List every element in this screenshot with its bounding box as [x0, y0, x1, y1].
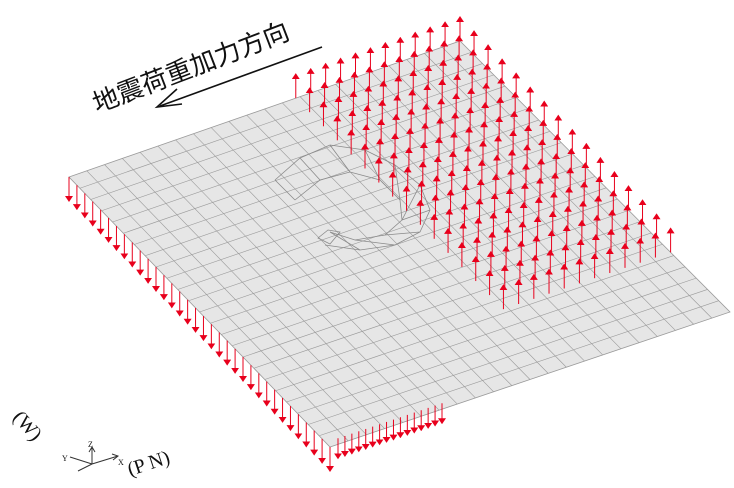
mesh-line	[166, 142, 562, 279]
mesh-line	[134, 108, 528, 245]
mesh-line	[319, 300, 719, 437]
mesh-line	[242, 221, 641, 358]
mesh-line	[123, 97, 517, 234]
left-arrow-icon	[154, 46, 323, 109]
mesh-line	[210, 187, 607, 324]
mesh-line	[101, 74, 494, 212]
slab-mesh	[68, 40, 731, 448]
mesh-line	[264, 243, 663, 380]
pn-direction-label: (P N)	[125, 446, 173, 480]
mesh-line	[275, 255, 674, 392]
mesh-line	[177, 153, 573, 290]
mesh-line	[286, 266, 686, 403]
downward-load-arrows	[65, 177, 446, 472]
upward-load-arrows	[291, 16, 675, 310]
mesh-line	[145, 119, 539, 257]
mesh-line	[155, 131, 551, 268]
y-axis-label: Y	[62, 454, 68, 463]
x-axis-label: X	[118, 458, 124, 467]
mesh-line	[90, 63, 483, 200]
z-axis-label: Z	[88, 440, 93, 449]
w-direction-label: (W)	[8, 407, 46, 446]
mesh-line	[308, 289, 708, 425]
mesh-line	[297, 277, 697, 414]
mesh-line	[253, 232, 652, 369]
mesh-line	[221, 198, 618, 335]
xyz-triad-icon	[69, 446, 120, 472]
mesh-line	[188, 164, 584, 302]
mesh-line	[232, 210, 629, 347]
mesh-line	[79, 52, 472, 189]
slab-plate	[68, 40, 731, 448]
